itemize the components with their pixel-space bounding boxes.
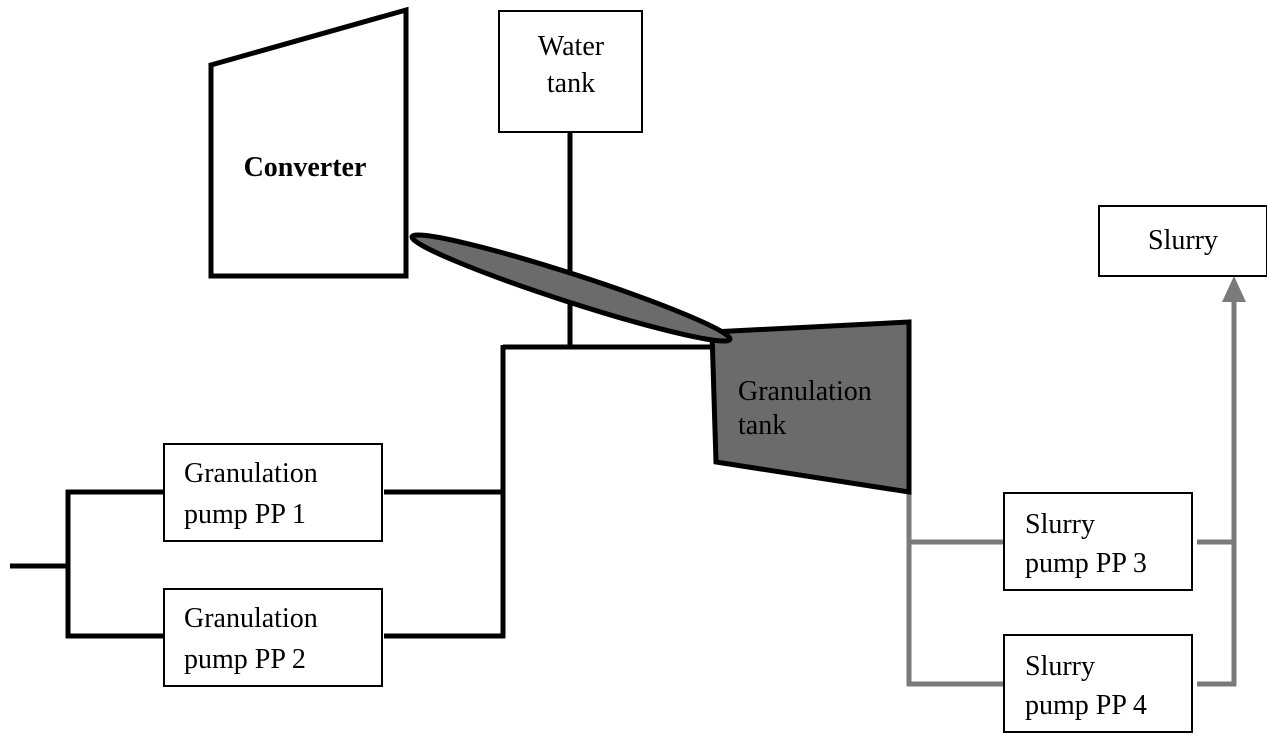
slurry-box — [1098, 205, 1267, 277]
granulation-pump-pp1-label-line2: pump PP 1 — [184, 499, 306, 530]
slurry-pump-pp3-box — [1003, 492, 1193, 591]
water-tank-box — [498, 10, 643, 133]
granulation-tank-label-line2: tank — [738, 410, 786, 441]
granulation-pump-pp2-box — [163, 588, 383, 687]
granulation-pump-pp2-label-line1: Granulation — [184, 603, 318, 634]
slurry-pump-pp4-label-line2: pump PP 4 — [1025, 690, 1147, 721]
granulation-tank-vessel — [709, 319, 912, 495]
slurry-label: Slurry — [1148, 225, 1218, 256]
granulation-pump-pp1-box — [163, 443, 383, 542]
granulation-pump-pp2-label-line2: pump PP 2 — [184, 644, 306, 675]
slurry-pipe-network — [906, 300, 1237, 687]
slag-launder — [409, 232, 733, 344]
slurry-pump-pp4-label-line1: Slurry — [1025, 651, 1095, 682]
converter-vessel — [208, 6, 409, 279]
slurry-pump-pp3-label-line2: pump PP 3 — [1025, 548, 1147, 579]
water-tank-label-line1: Water — [538, 31, 605, 62]
granulation-pump-pp1-label-line1: Granulation — [184, 458, 318, 489]
converter-label: Converter — [244, 152, 367, 183]
granulation-tank-label-line1: Granulation — [738, 376, 872, 407]
flow-arrow-up-icon — [1222, 276, 1246, 302]
slurry-pump-pp3-label-line1: Slurry — [1025, 509, 1095, 540]
water-pipe-network — [10, 132, 716, 639]
slurry-pump-pp4-box — [1003, 634, 1193, 733]
water-tank-label-line2: tank — [547, 68, 595, 99]
